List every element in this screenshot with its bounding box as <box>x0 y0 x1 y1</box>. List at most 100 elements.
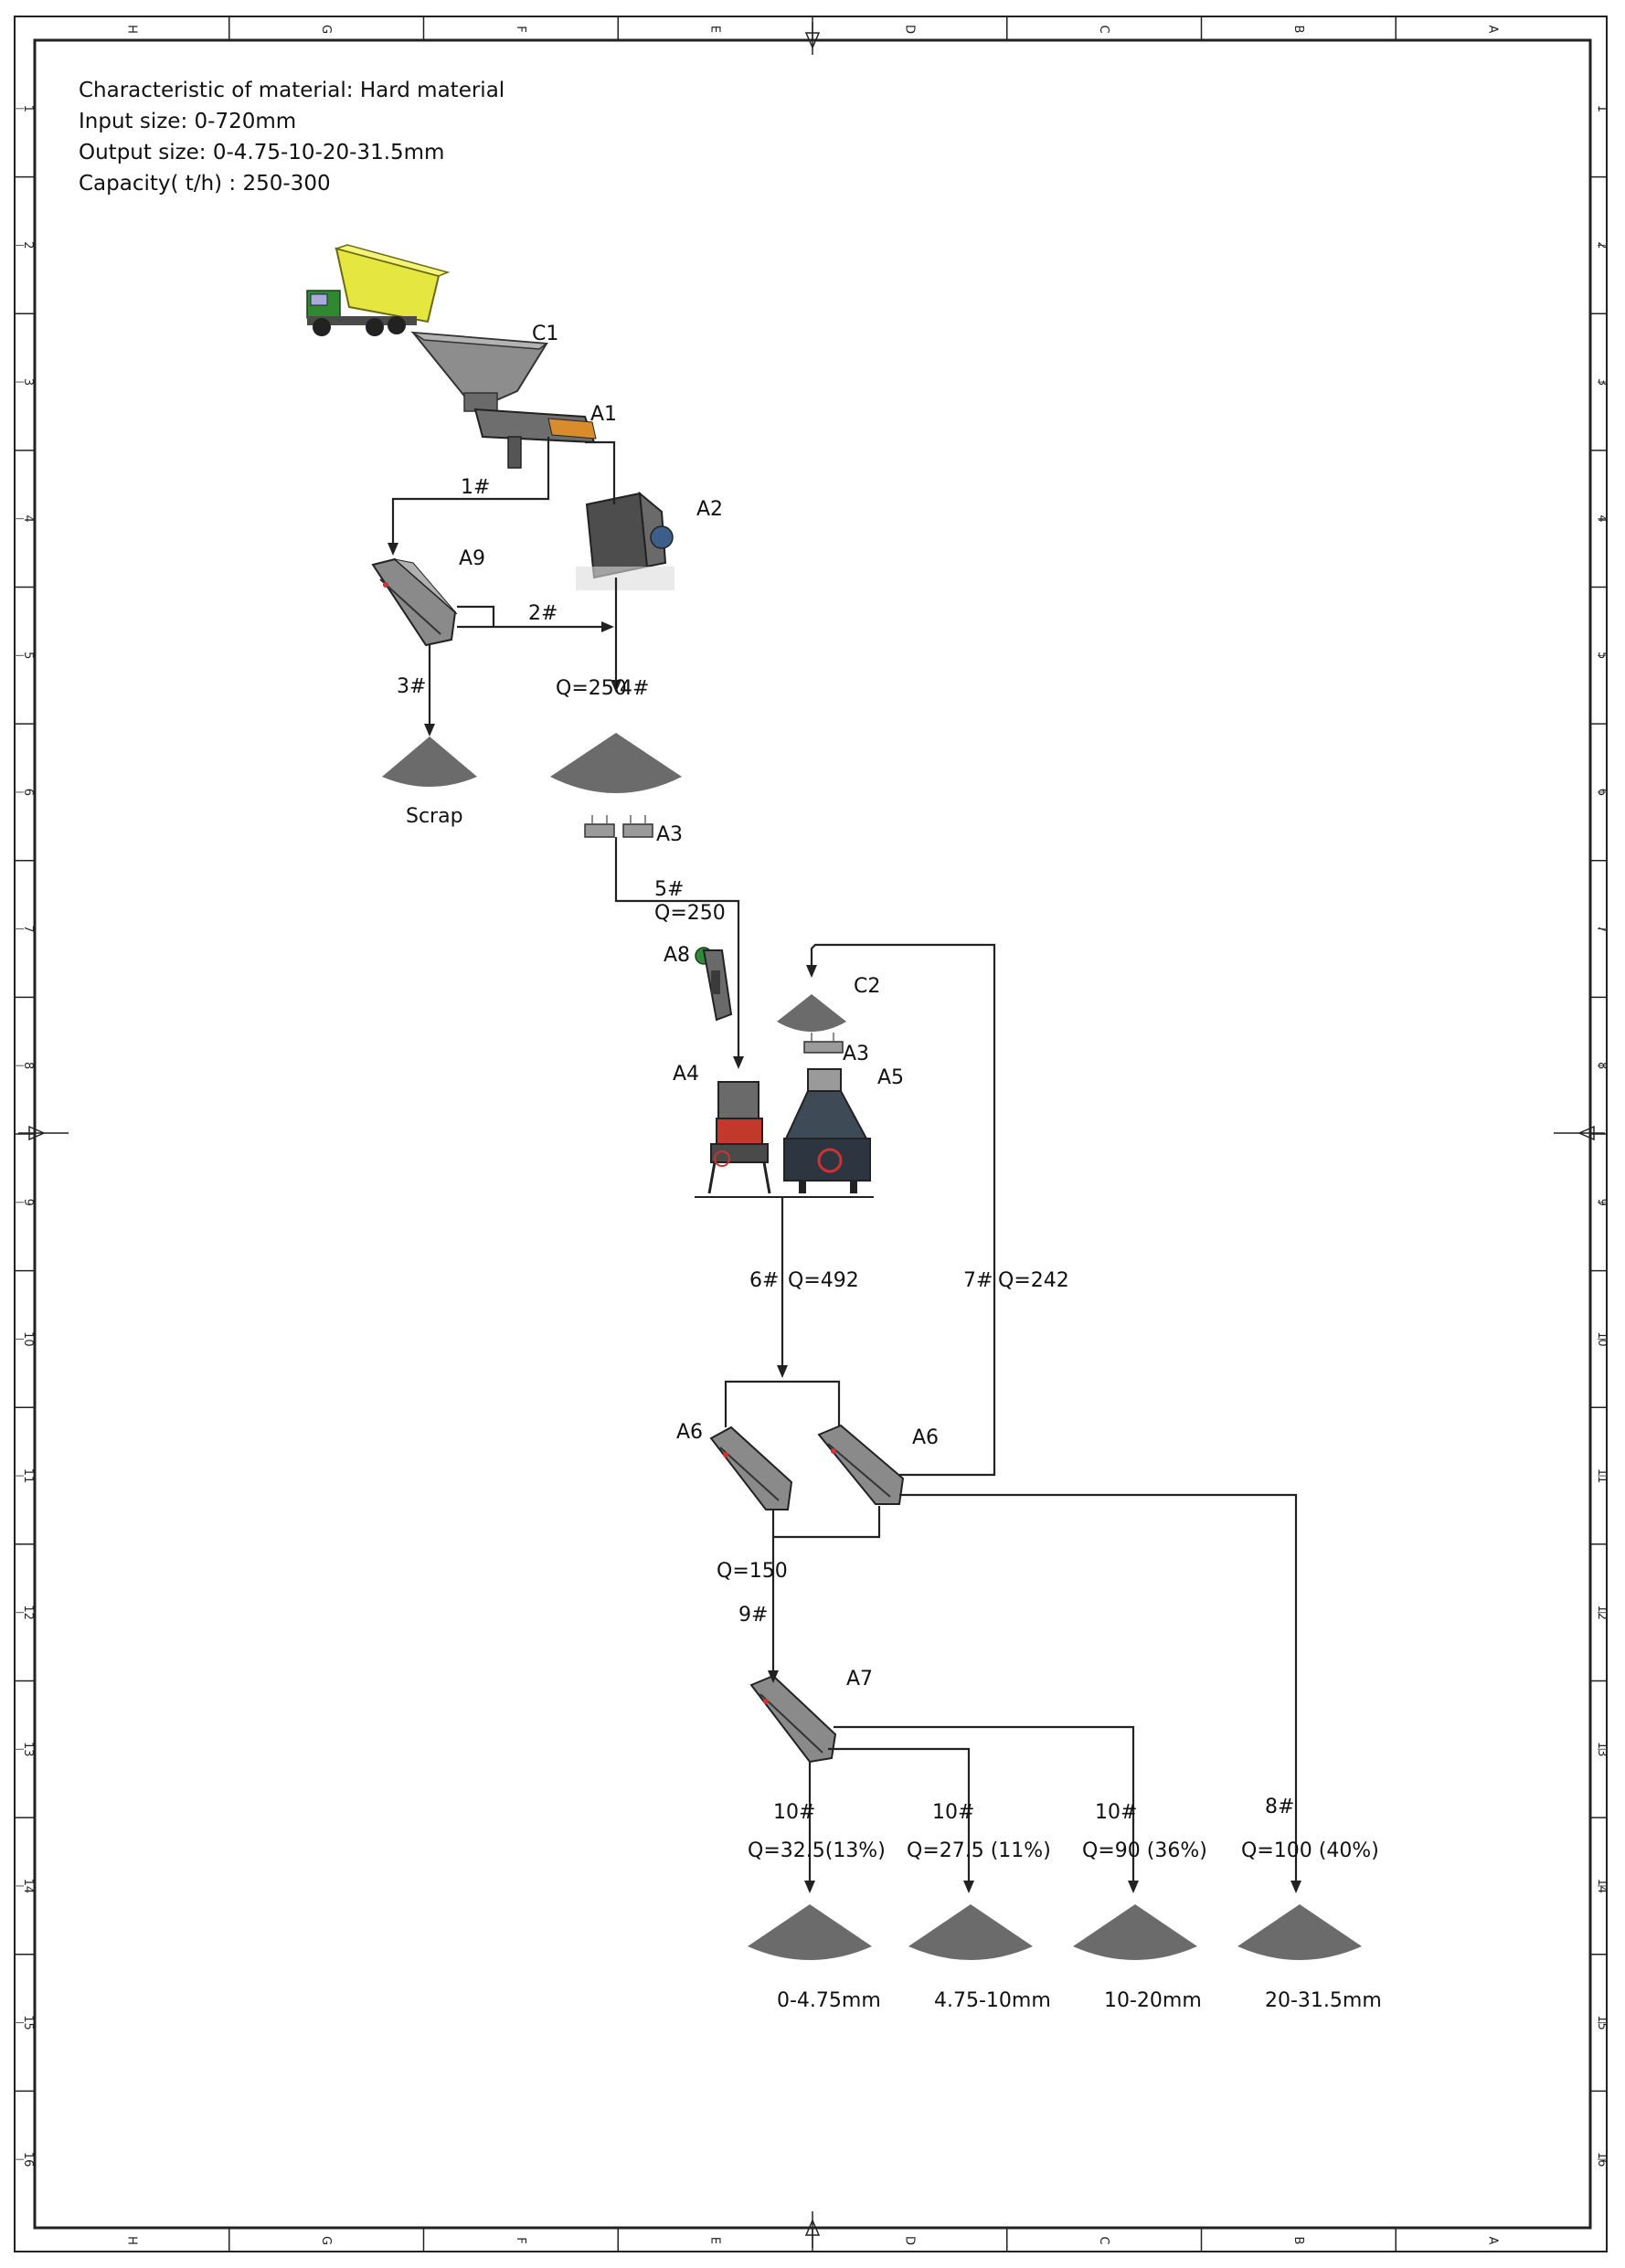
zone-number-right: 13 <box>1595 1742 1609 1757</box>
zone-letter-bottom: A <box>1486 2237 1500 2245</box>
flow-5: 5# <box>654 878 684 901</box>
flow-9-q: Q=150 <box>717 1560 788 1583</box>
zone-number-right: 9 <box>1595 1199 1609 1206</box>
pile-2-label: 4.75-10mm <box>934 1989 1051 2012</box>
zone-number-right: 16 <box>1595 2152 1609 2167</box>
screen-a6-right-icon <box>817 1424 905 1505</box>
label-a3-top: A3 <box>656 823 683 846</box>
zone-number-left: 3 <box>21 378 35 386</box>
flow-4-q: Q=250 <box>556 677 627 700</box>
header-material: Characteristic of material: Hard materia… <box>79 79 504 102</box>
vibrating-feeder-icon <box>473 408 597 469</box>
flow-lines <box>388 437 1301 1893</box>
flow-8: 8# <box>1265 1796 1294 1818</box>
flow-10a: 10# <box>773 1801 815 1824</box>
zone-number-right: 12 <box>1595 1605 1609 1620</box>
flow-10b: 10# <box>932 1801 974 1824</box>
pile-scrap-label: Scrap <box>406 805 463 828</box>
flow-10b-q: Q=27.5 (11%) <box>907 1839 1051 1862</box>
zone-number-left: 10 <box>21 1331 35 1347</box>
screen-a7-icon <box>749 1674 837 1764</box>
zone-letter-bottom: G <box>319 2236 333 2245</box>
zone-letter-bottom: D <box>902 2236 916 2245</box>
product-pile-3-icon <box>1073 1904 1197 1960</box>
pile-1-label: 0-4.75mm <box>777 1989 881 2012</box>
pile-4-label: 20-31.5mm <box>1265 1989 1382 2012</box>
label-a6-left: A6 <box>676 1421 703 1444</box>
screen-a9-icon <box>371 557 458 647</box>
flow-10c: 10# <box>1095 1801 1137 1824</box>
flow-3: 3# <box>397 675 426 698</box>
feeder-a3-mid-icon <box>803 1033 844 1054</box>
flow-7-q: Q=242 <box>998 1269 1069 1292</box>
flow-10a-q: Q=32.5(13%) <box>748 1839 886 1862</box>
zone-letter-bottom: B <box>1291 2237 1305 2245</box>
zone-number-left: 13 <box>21 1742 35 1757</box>
header-capacity: Capacity( t/h) : 250-300 <box>79 172 331 196</box>
label-c1: C1 <box>532 323 558 345</box>
zone-number-right: 11 <box>1595 1468 1609 1484</box>
label-c2: C2 <box>854 975 880 998</box>
flow-2: 2# <box>528 602 558 625</box>
label-a3-mid: A3 <box>843 1043 869 1065</box>
cone-crusher-a4-icon <box>707 1081 771 1194</box>
machine-a8-icon <box>695 947 733 1022</box>
zone-number-left: 5 <box>21 652 35 659</box>
zone-letter-bottom: E <box>708 2237 722 2244</box>
zone-number-right: 5 <box>1595 652 1609 659</box>
flow-6-q: Q=492 <box>788 1269 859 1292</box>
label-a1: A1 <box>590 403 617 426</box>
flow-7: 7# <box>963 1269 993 1292</box>
zone-number-left: 16 <box>21 2152 35 2167</box>
zone-number-left: 12 <box>21 1605 35 1620</box>
zone-number-left: 11 <box>21 1468 35 1484</box>
label-a5: A5 <box>877 1066 904 1089</box>
hopper-icon <box>410 331 549 412</box>
product-pile-1-icon <box>748 1904 872 1960</box>
header-block: Characteristic of material: Hard materia… <box>79 79 504 196</box>
zone-letter-top: D <box>902 25 916 34</box>
zone-number-left: 4 <box>21 515 35 523</box>
zone-number-right: 2 <box>1595 241 1609 249</box>
flow-6: 6# <box>749 1269 779 1292</box>
product-pile-2-icon <box>908 1904 1033 1960</box>
flow-1: 1# <box>461 476 490 499</box>
label-a7: A7 <box>846 1668 873 1690</box>
label-a8: A8 <box>664 944 690 967</box>
main-stockpile-icon <box>550 733 682 793</box>
scrap-pile-icon <box>382 737 477 787</box>
zone-letter-top: H <box>124 25 138 34</box>
zone-number-right: 15 <box>1595 2015 1609 2030</box>
flow-10c-q: Q=90 (36%) <box>1082 1839 1207 1862</box>
label-a9: A9 <box>459 547 485 570</box>
flow-5-q: Q=250 <box>654 902 726 925</box>
header-output-size: Output size: 0-4.75-10-20-31.5mm <box>79 141 444 164</box>
flow-4: 4# <box>620 677 649 700</box>
zone-number-right: 7 <box>1595 925 1609 932</box>
zone-number-left: 2 <box>21 241 35 249</box>
zone-number-left: 14 <box>21 1879 35 1894</box>
label-a6-right: A6 <box>912 1426 939 1449</box>
zone-number-right: 10 <box>1595 1331 1609 1347</box>
zone-number-right: 3 <box>1595 378 1609 386</box>
pile-3-label: 10-20mm <box>1104 1989 1202 2012</box>
zone-letter-bottom: C <box>1097 2236 1110 2244</box>
cone-crusher-a5-icon <box>783 1068 871 1193</box>
zone-number-left: 8 <box>21 1062 35 1069</box>
zone-letter-bottom: F <box>514 2237 527 2243</box>
dump-truck-icon <box>306 244 451 336</box>
zone-letter-top: C <box>1097 25 1110 33</box>
flow-8-q: Q=100 (40%) <box>1241 1839 1379 1862</box>
zone-number-right: 4 <box>1595 515 1609 523</box>
header-input-size: Input size: 0-720mm <box>79 110 296 133</box>
jaw-crusher-icon <box>576 491 674 590</box>
product-pile-4-icon <box>1237 1904 1362 1960</box>
label-a4: A4 <box>673 1063 699 1086</box>
zone-number-right: 6 <box>1595 789 1609 796</box>
zone-letter-top: A <box>1486 26 1500 34</box>
zone-letter-top: E <box>708 26 722 33</box>
